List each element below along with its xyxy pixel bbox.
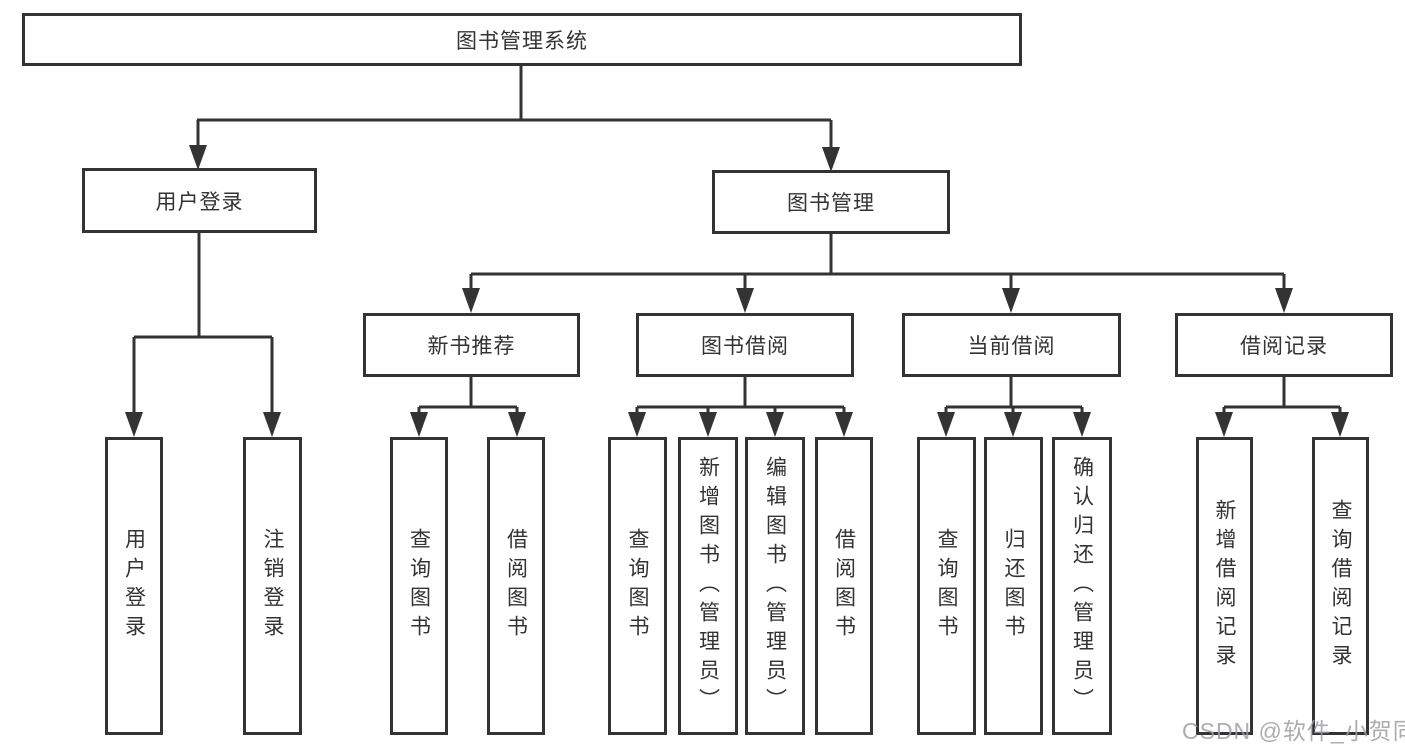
node-leaf-bb-add-book: 新增图书（管理员）: [678, 437, 738, 735]
node-leaf-cb-confirm-return: 确认归还（管理员）: [1052, 437, 1112, 735]
node-leaf-logout: 注销登录: [243, 437, 302, 735]
node-leaf-br-query-record-label: 查询借阅记录: [1329, 499, 1352, 673]
node-leaf-bb-query-book-label: 查询图书: [626, 528, 649, 644]
node-leaf-cb-query-book: 查询图书: [917, 437, 976, 735]
node-leaf-cb-return-book: 归还图书: [984, 437, 1043, 735]
node-leaf-logout-label: 注销登录: [261, 528, 284, 644]
node-root-label: 图书管理系统: [456, 29, 588, 53]
node-leaf-br-add-record: 新增借阅记录: [1196, 437, 1253, 735]
node-leaf-bb-edit-book-label: 编辑图书（管理员）: [763, 455, 787, 717]
csdn-watermark: CSDN @软件_小贺同学: [1182, 718, 1405, 744]
node-leaf-bb-add-book-label: 新增图书（管理员）: [696, 455, 720, 717]
node-book-management-label: 图书管理: [787, 192, 875, 215]
node-leaf-br-query-record: 查询借阅记录: [1312, 437, 1369, 735]
node-user-login-label: 用户登录: [155, 190, 244, 214]
node-leaf-bb-borrow-book: 借阅图书: [815, 437, 873, 735]
node-leaf-nb-query-book: 查询图书: [390, 437, 448, 735]
node-leaf-bb-query-book: 查询图书: [608, 437, 667, 735]
node-leaf-cb-return-book-label: 归还图书: [1002, 528, 1025, 644]
node-leaf-nb-borrow-book: 借阅图书: [487, 437, 545, 735]
node-leaf-cb-query-book-label: 查询图书: [935, 528, 958, 644]
node-leaf-user-login: 用户登录: [105, 437, 163, 735]
node-leaf-nb-query-book-label: 查询图书: [407, 528, 431, 644]
node-book-borrowing: 图书借阅: [636, 313, 854, 377]
node-borrowing-records-label: 借阅记录: [1240, 335, 1328, 358]
node-user-login: 用户登录: [82, 168, 317, 233]
node-current-borrowing-label: 当前借阅: [967, 335, 1056, 358]
node-new-book-recommendation-label: 新书推荐: [427, 335, 516, 358]
node-current-borrowing: 当前借阅: [902, 313, 1121, 377]
node-book-borrowing-label: 图书借阅: [701, 335, 789, 358]
node-root: 图书管理系统: [22, 13, 1022, 66]
node-leaf-user-login-label: 用户登录: [122, 528, 146, 644]
node-leaf-nb-borrow-book-label: 借阅图书: [504, 528, 528, 644]
node-leaf-br-add-record-label: 新增借阅记录: [1213, 499, 1236, 673]
node-new-book-recommendation: 新书推荐: [363, 313, 580, 377]
node-leaf-cb-confirm-return-label: 确认归还（管理员）: [1070, 455, 1094, 717]
node-leaf-bb-edit-book: 编辑图书（管理员）: [745, 437, 805, 735]
node-book-management: 图书管理: [712, 170, 950, 234]
node-borrowing-records: 借阅记录: [1175, 313, 1393, 377]
node-leaf-bb-borrow-book-label: 借阅图书: [832, 528, 856, 644]
